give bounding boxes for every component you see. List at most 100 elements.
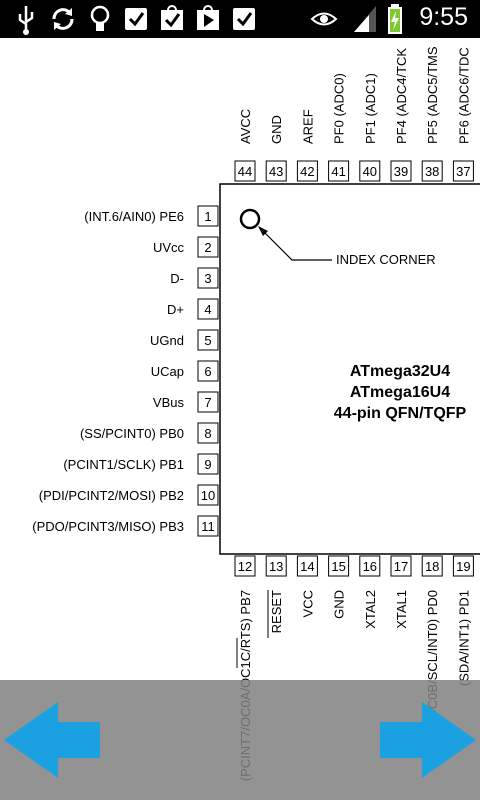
pin-number-41: 41 — [331, 164, 345, 179]
lightbulb-icon — [90, 5, 110, 31]
pin-number-16: 16 — [363, 559, 377, 574]
pin-box-44 — [234, 160, 256, 182]
pin-name-16: XTAL2 — [363, 590, 378, 629]
pin-name-2: UVcc — [153, 240, 185, 255]
pin-name-17: XTAL1 — [394, 590, 409, 629]
navigation-bar — [0, 680, 480, 800]
chip-name-2: ATmega16U4 — [350, 384, 450, 401]
usb-icon — [18, 6, 34, 35]
pin-number-6: 6 — [204, 364, 211, 379]
document-viewer[interactable]: INDEX CORNER ATmega32U4 ATmega16U4 44-pi… — [0, 38, 480, 800]
pin-number-40: 40 — [363, 164, 377, 179]
pin-number-18: 18 — [425, 559, 439, 574]
status-bar: 9:55 — [0, 0, 480, 38]
pin-name-42: AREF — [300, 109, 315, 144]
pin-name-38: PF5 (ADC5/TMS — [425, 46, 440, 144]
task-check-icon — [125, 8, 147, 30]
pin-box-8 — [197, 422, 219, 444]
pin-name-15: GND — [332, 590, 347, 619]
pin-number-38: 38 — [425, 164, 439, 179]
chip-body — [219, 183, 480, 555]
pin-name-8: (SS/PCINT0) PB0 — [80, 426, 184, 441]
pin-number-9: 9 — [204, 457, 211, 472]
pin-box-43 — [265, 160, 287, 182]
next-page-button[interactable] — [378, 700, 478, 780]
pin-number-17: 17 — [394, 559, 408, 574]
pin-box-3 — [197, 267, 219, 289]
pin-number-10: 10 — [201, 488, 215, 503]
pin-number-4: 4 — [204, 302, 211, 317]
pin-number-15: 15 — [331, 559, 345, 574]
left-pin-group: 1 (INT.6/AIN0) PE6 2 UVcc 3 D- 4 D+ 5 UGnd 6 UCap 7 V… — [32, 205, 219, 537]
pin-name-3: D- — [170, 271, 184, 286]
pin-name-19: (SDA/INT1) PD1 — [456, 590, 471, 686]
pin-name-13: RESET — [269, 590, 284, 633]
pin-number-5: 5 — [204, 333, 211, 348]
task-check-icon — [233, 8, 255, 30]
pin-box-40 — [359, 160, 381, 182]
pin-box-13 — [265, 555, 287, 577]
pin-box-42 — [296, 160, 318, 182]
pin-box-14 — [296, 555, 318, 577]
pin-name-9: (PCINT1/SCLK) PB1 — [63, 457, 184, 472]
pin-number-11: 11 — [201, 519, 215, 534]
pin-name-39: PF4 (ADC4/TCK — [394, 48, 409, 144]
previous-page-button[interactable] — [2, 700, 102, 780]
pin-name-5: UGnd — [150, 333, 184, 348]
index-circle — [239, 208, 261, 230]
pin-box-15 — [328, 555, 350, 577]
pin-number-7: 7 — [204, 395, 211, 410]
pin-name-43: GND — [269, 115, 284, 144]
pin-box-39 — [390, 160, 412, 182]
pin-number-37: 37 — [456, 164, 470, 179]
pin-box-19 — [452, 555, 474, 577]
play-store-icon — [197, 5, 219, 30]
signal-icon — [354, 6, 376, 32]
index-pointer — [258, 226, 332, 261]
pin-box-9 — [197, 453, 219, 475]
pin-box-17 — [390, 555, 412, 577]
pin-number-1: 1 — [204, 209, 211, 224]
pin-box-11 — [197, 515, 219, 537]
pin-box-38 — [421, 160, 443, 182]
eye-icon — [310, 12, 338, 26]
pin-name-4: D+ — [167, 302, 184, 317]
pin-box-37 — [452, 160, 474, 182]
pin-number-42: 42 — [300, 164, 314, 179]
pin-number-2: 2 — [204, 240, 211, 255]
pin-name-44: AVCC — [238, 109, 253, 144]
pin-number-12: 12 — [238, 559, 252, 574]
pin-number-39: 39 — [394, 164, 408, 179]
chip-package: 44-pin QFN/TQFP — [334, 405, 467, 422]
pin-box-4 — [197, 298, 219, 320]
shopping-bag-check-icon — [161, 5, 183, 30]
status-clock: 9:55 — [419, 3, 468, 31]
pin-box-41 — [328, 160, 350, 182]
pinout-diagram: INDEX CORNER ATmega32U4 ATmega16U4 44-pi… — [32, 46, 480, 781]
pin-name-1: (INT.6/AIN0) PE6 — [84, 209, 184, 224]
sync-icon — [52, 8, 74, 30]
pin-box-12 — [234, 555, 256, 577]
pin-box-16 — [359, 555, 381, 577]
pin-box-7 — [197, 391, 219, 413]
pin-name-37: PF6 (ADC6/TDC — [456, 47, 471, 144]
pin-name-6: UCap — [151, 364, 184, 379]
chip-name-1: ATmega32U4 — [350, 363, 450, 380]
arrow-left-icon — [4, 702, 100, 778]
pin-box-1 — [197, 205, 219, 227]
pin-number-3: 3 — [204, 271, 211, 286]
pin-number-13: 13 — [269, 559, 283, 574]
pin-number-44: 44 — [238, 164, 252, 179]
pin-name-14: VCC — [300, 590, 315, 617]
pin-box-2 — [197, 236, 219, 258]
arrow-right-icon — [380, 702, 476, 778]
pin-box-18 — [421, 555, 443, 577]
pin-number-8: 8 — [204, 426, 211, 441]
pin-name-7: VBus — [153, 395, 185, 410]
pin-name-40: PF1 (ADC1) — [363, 73, 378, 144]
pin-name-41: PF0 (ADC0) — [332, 73, 347, 144]
pin-number-19: 19 — [456, 559, 470, 574]
pin-number-14: 14 — [300, 559, 314, 574]
battery-charging-icon — [388, 4, 402, 34]
